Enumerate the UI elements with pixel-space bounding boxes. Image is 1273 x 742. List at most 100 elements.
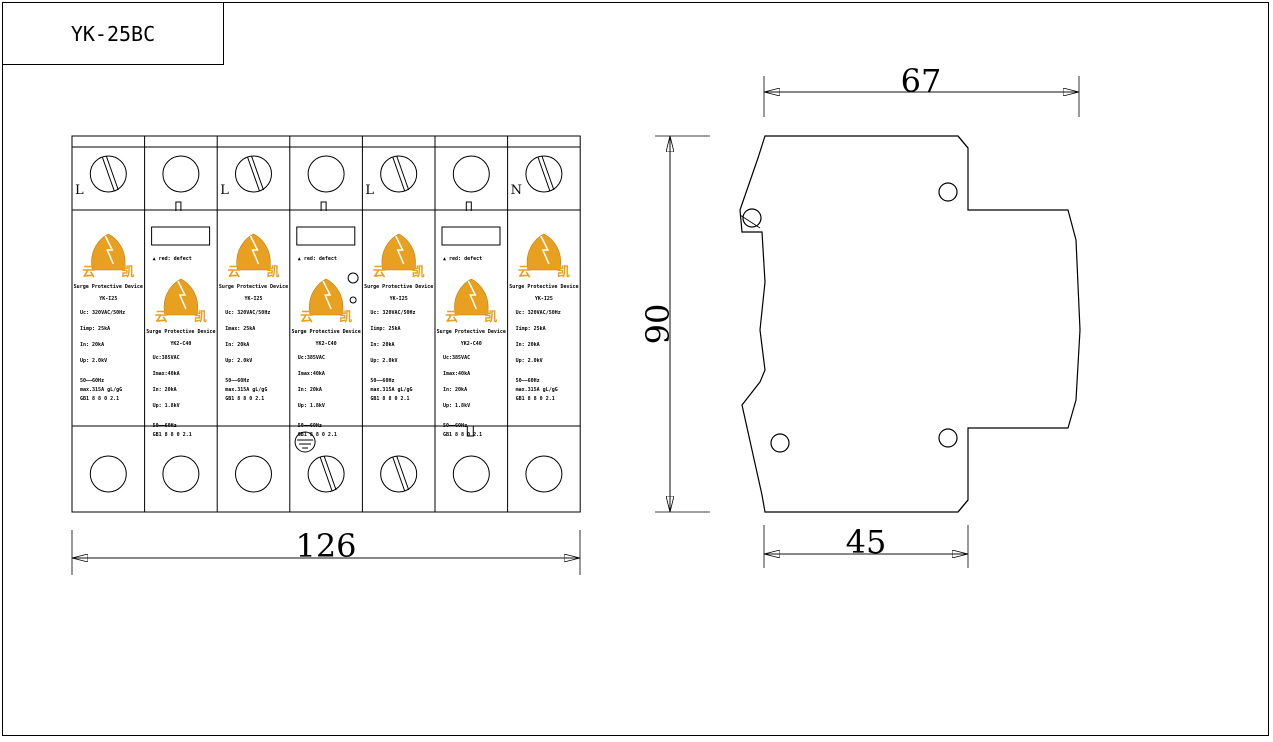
- footer-line: GB1 8 8 0 2.1: [225, 396, 264, 402]
- spec-line: Iimp: 25kA: [80, 326, 110, 332]
- model-label: YK-I25: [390, 296, 408, 302]
- indicator-tab: [175, 201, 182, 211]
- screw-slot: [392, 456, 406, 492]
- footer-line: max.315A gL/gG: [370, 387, 412, 393]
- ground-symbol-icon: [294, 431, 316, 453]
- status-window: [441, 226, 501, 246]
- terminal-label: L: [365, 183, 374, 198]
- terminal-screw-bottom: [162, 455, 200, 493]
- brand-char-left: 云: [445, 310, 458, 325]
- spec-line: Uc: 320VAC/50Hz: [370, 310, 415, 316]
- logo-bolt-icon: [249, 235, 260, 265]
- model-label: YK-I25: [535, 296, 553, 302]
- brand-char-right: 凯: [121, 264, 134, 280]
- logo-bolt-icon: [322, 280, 332, 310]
- screw-slot: [247, 156, 260, 192]
- brand-char-left: 云: [155, 310, 168, 325]
- brand-logo: [163, 278, 198, 316]
- footer-line: GB1 8 8 0 2.1: [370, 396, 409, 402]
- spec-line: Uc: 320VAC/50Hz: [80, 310, 125, 316]
- footer-line: max.315A gL/gG: [80, 387, 122, 393]
- terminal-screw-top: [162, 155, 200, 193]
- logo-bolt-icon: [540, 235, 550, 265]
- spec-line: In: 20kA: [443, 387, 467, 393]
- dimension-label-45: 45: [846, 523, 887, 561]
- footer-line: GB1 8 8 0 2.1: [443, 432, 482, 438]
- spec-line: Imax:40kA: [443, 371, 470, 377]
- dimension-depth-top: [763, 76, 1080, 117]
- brand-char-right: 凯: [484, 309, 497, 325]
- brand-logo: [236, 233, 271, 271]
- terminal-screw-bottom: [380, 455, 418, 493]
- indicator-dot-icon: [349, 296, 357, 304]
- brand-logo: [91, 233, 126, 271]
- terminal-label: N: [511, 183, 522, 198]
- footer-line: 50——60Hz: [370, 378, 394, 384]
- brand-char-left: 云: [300, 310, 313, 325]
- terminal-screw-bottom: [89, 455, 127, 493]
- device-label: Surge Protective Device: [437, 329, 506, 335]
- spec-line: Uc:385VAC: [298, 355, 325, 361]
- terminal-label: L: [75, 183, 84, 198]
- dimension-label-67: 67: [901, 62, 942, 100]
- screw-slot: [251, 155, 264, 191]
- front-view: L云凯Surge Protective DeviceYK-I25Uc: 320V…: [71, 135, 581, 513]
- screw-slot: [323, 455, 337, 491]
- footer-line: 50——60Hz: [225, 378, 249, 384]
- model-label: YK-I25: [244, 296, 262, 302]
- device-label: Surge Protective Device: [509, 284, 578, 290]
- terminal-screw-top: [380, 155, 418, 193]
- logo-bolt-icon: [104, 235, 114, 265]
- spec-line: Uc:385VAC: [153, 355, 180, 361]
- footer-line: max.315A gL/gG: [516, 387, 558, 393]
- terminal-screw-bottom: [235, 455, 272, 493]
- device-label: Surge Protective Device: [364, 284, 433, 290]
- terminal-screw-top: [452, 155, 490, 193]
- model-label: YK2-C40: [461, 341, 482, 347]
- indicator-tab: [466, 426, 474, 437]
- brand-logo: [526, 233, 561, 271]
- status-window: [151, 226, 211, 246]
- screw-slot: [541, 155, 555, 191]
- screw-slot: [105, 155, 119, 191]
- spec-line: Up: 1.8kV: [443, 403, 470, 409]
- footer-line: GB1 8 8 0 2.1: [516, 396, 555, 402]
- housing-outline: [71, 135, 581, 513]
- brand-char-left: 云: [82, 265, 95, 280]
- indicator-tab: [465, 201, 472, 211]
- spec-line: In: 20kA: [370, 342, 394, 348]
- footer-line: 50——60Hz: [443, 423, 467, 429]
- device-label: Surge Protective Device: [219, 284, 288, 290]
- spec-line: Uc: 320VAC/50Hz: [225, 310, 270, 316]
- model-label: YK2-C40: [170, 341, 191, 347]
- brand-char-right: 凯: [339, 309, 352, 325]
- screw-slot: [537, 156, 551, 192]
- brand-char-right: 凯: [194, 309, 207, 325]
- footer-line: GB1 8 8 0 2.1: [298, 432, 337, 438]
- logo-bolt-icon: [177, 280, 187, 310]
- spec-line: Uc: 320VAC/50Hz: [516, 310, 561, 316]
- spec-line: Iimp: 25kA: [516, 326, 546, 332]
- device-label: Surge Protective Device: [146, 329, 215, 335]
- registered-mark-icon: [347, 272, 359, 284]
- screw-slot: [396, 455, 410, 491]
- drawing-title: YK-25BC: [70, 21, 156, 46]
- terminal-screw-top: [89, 155, 127, 193]
- terminal-label: L: [220, 183, 229, 198]
- brand-logo: [381, 233, 416, 271]
- model-label: YK2-C40: [316, 341, 337, 347]
- title-block: YK-25BC: [2, 2, 224, 65]
- logo-bolt-icon: [467, 280, 477, 310]
- status-legend: ▲ red: defect: [153, 256, 192, 262]
- dimension-label-90: 90: [639, 304, 677, 345]
- footer-line: 50——60Hz: [298, 423, 322, 429]
- device-label: Surge Protective Device: [74, 284, 143, 290]
- side-view: [739, 135, 1081, 513]
- terminal-screw-top: [235, 155, 272, 193]
- brand-char-right: 凯: [557, 264, 570, 280]
- spec-line: Up: 2.0kV: [80, 358, 107, 364]
- status-legend: ▲ red: defect: [443, 256, 482, 262]
- spec-line: Imax: 25kA: [225, 326, 255, 332]
